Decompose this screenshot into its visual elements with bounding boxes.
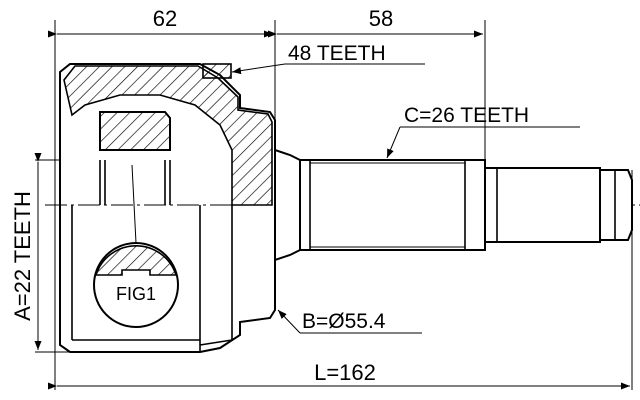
dimension-total-length: L=162 bbox=[48, 360, 630, 390]
dimension-58-label: 58 bbox=[369, 6, 393, 31]
dimension-62: 62 bbox=[48, 6, 273, 38]
bearing-diameter-callout: B=Ø55.4 bbox=[277, 309, 422, 334]
inner-spline-label: A=22 TEETH bbox=[10, 191, 35, 321]
shaft-spline-label: C=26 TEETH bbox=[404, 104, 529, 127]
dimension-62-label: 62 bbox=[153, 6, 177, 31]
bearing-diameter-label: B=Ø55.4 bbox=[302, 310, 386, 333]
shaft-spline-callout: C=26 TEETH bbox=[386, 104, 580, 159]
dimension-inner-spline: A=22 TEETH bbox=[10, 153, 42, 350]
axle-shaft bbox=[274, 148, 633, 262]
dimension-58: 58 bbox=[268, 6, 483, 38]
outer-teeth-callout: 48 TEETH bbox=[231, 42, 425, 75]
fig1-detail: FIG1 bbox=[93, 164, 179, 328]
fig1-label: FIG1 bbox=[116, 284, 156, 304]
outer-teeth-label: 48 TEETH bbox=[288, 42, 386, 65]
total-length-label: L=162 bbox=[314, 360, 376, 385]
